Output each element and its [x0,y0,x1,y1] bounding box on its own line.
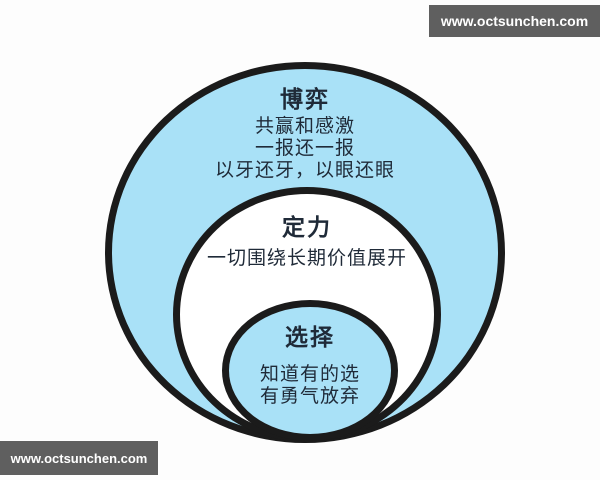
label-composure: 定力 一切围绕长期价值展开 [157,214,457,270]
circle-title-composure: 定力 [282,214,332,241]
circle-line: 有勇气放弃 [259,385,360,407]
circle-line: 以牙还牙，以眼还眼 [214,159,395,181]
circle-line: 一切围绕长期价值展开 [206,247,407,269]
circle-choice [222,300,398,441]
watermark-text-bottom: www.octsunchen.com [10,450,148,466]
watermark-text-top: www.octsunchen.com [440,13,589,29]
circle-line: 共赢和感激 [254,115,355,137]
circle-line: 知道有的选 [259,363,360,385]
label-choice: 选择 知道有的选 有勇气放弃 [210,324,410,408]
circle-title-game: 博弈 [280,86,330,113]
circle-title-choice: 选择 [285,324,335,351]
watermark-bar-top: www.octsunchen.com [429,5,600,37]
circle-line: 一报还一报 [254,137,355,159]
label-game: 博弈 共赢和感激 一报还一报 以牙还牙，以眼还眼 [105,86,505,182]
watermark-bar-bottom: www.octsunchen.com [0,441,158,475]
